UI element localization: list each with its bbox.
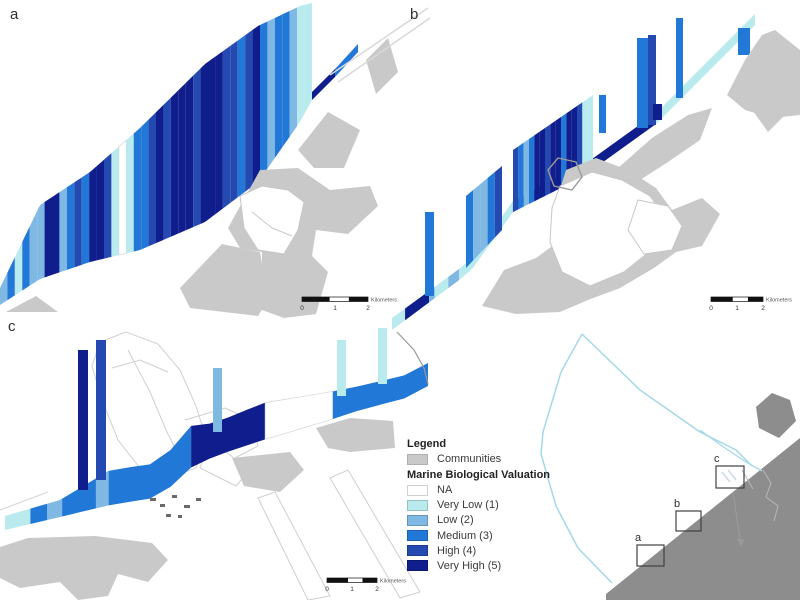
legend-item-2: Low (2) (407, 514, 550, 526)
legend-item-4-swatch (407, 545, 428, 557)
panel-a-valuation-strips (0, 3, 312, 305)
svg-text:2: 2 (366, 305, 370, 312)
svg-text:0: 0 (709, 305, 713, 312)
legend-item-4-label: High (4) (437, 544, 477, 557)
panel-b-valuation-bars (425, 18, 750, 296)
svg-text:0: 0 (325, 586, 329, 593)
legend-item-5: Very High (5) (407, 560, 550, 572)
legend-valuation-title: Marine Biological Valuation (407, 469, 551, 482)
legend-item-2-swatch (407, 515, 428, 527)
panel-c-label: c (8, 318, 16, 335)
panel-c-breakwater-lines (0, 331, 429, 511)
panel-c-valuation-strips (5, 363, 428, 530)
svg-text:1: 1 (735, 305, 739, 312)
legend-item-na-swatch (407, 484, 428, 496)
legend-item-na-label: NA (437, 484, 453, 497)
legend-item-2-label: Low (2) (437, 514, 474, 527)
inset-overview-map (540, 333, 800, 600)
svg-text:2: 2 (375, 586, 379, 593)
panel-b-strip-groups (466, 95, 593, 268)
legend-item-1: Very Low (1) (407, 499, 550, 511)
legend-item-communities-swatch (407, 453, 428, 465)
legend-item-1-label: Very Low (1) (437, 499, 499, 512)
svg-text:1: 1 (350, 586, 354, 593)
legend-item-3: Medium (3) (407, 530, 550, 542)
panel-a-breakwater-lines (329, 7, 431, 83)
inset-arrow (732, 491, 745, 547)
legend-item-4: High (4) (407, 545, 550, 557)
legend-item-communities: Communities (407, 453, 550, 465)
legend-item-5-swatch (407, 560, 428, 572)
svg-text:c: c (714, 453, 720, 465)
inset-study-site-boxes: a b c (635, 453, 745, 567)
map-legend: Legend Communities Marine Biological Val… (407, 438, 550, 575)
svg-text:0: 0 (300, 305, 304, 312)
svg-text:Kilometers: Kilometers (766, 298, 792, 304)
legend-title: Legend (407, 438, 447, 450)
legend-communities-row: Communities (407, 453, 550, 465)
panel-a-label: a (10, 6, 19, 23)
panel-a-harbor-outlines (239, 185, 305, 255)
panel-c-communities (0, 418, 395, 600)
legend-item-3-swatch (407, 530, 428, 542)
svg-text:Kilometers: Kilometers (380, 579, 406, 585)
svg-text:1: 1 (333, 305, 337, 312)
legend-item-5-label: Very High (5) (437, 559, 502, 572)
svg-text:a: a (635, 532, 642, 544)
panel-b-harbor-outlines (547, 157, 683, 287)
legend-item-1-swatch (407, 499, 428, 511)
panel-c-harbor-outlines (257, 469, 421, 600)
svg-text:Kilometers: Kilometers (371, 298, 397, 304)
svg-text:2: 2 (761, 305, 765, 312)
panel-b-label: b (410, 6, 419, 23)
panel-c-dock-marks (150, 495, 201, 518)
legend-valuation-items: NA Very Low (1) Low (2) Medium (3) High (4) V… (407, 484, 550, 572)
panel-a-coastal-ribbon (312, 44, 358, 100)
legend-item-3-label: Medium (3) (437, 529, 493, 542)
panel-c-valuation-bars (78, 328, 387, 490)
legend-item-na: NA (407, 484, 550, 496)
legend-item-communities-label: Communities (437, 453, 502, 466)
svg-text:b: b (674, 498, 680, 510)
